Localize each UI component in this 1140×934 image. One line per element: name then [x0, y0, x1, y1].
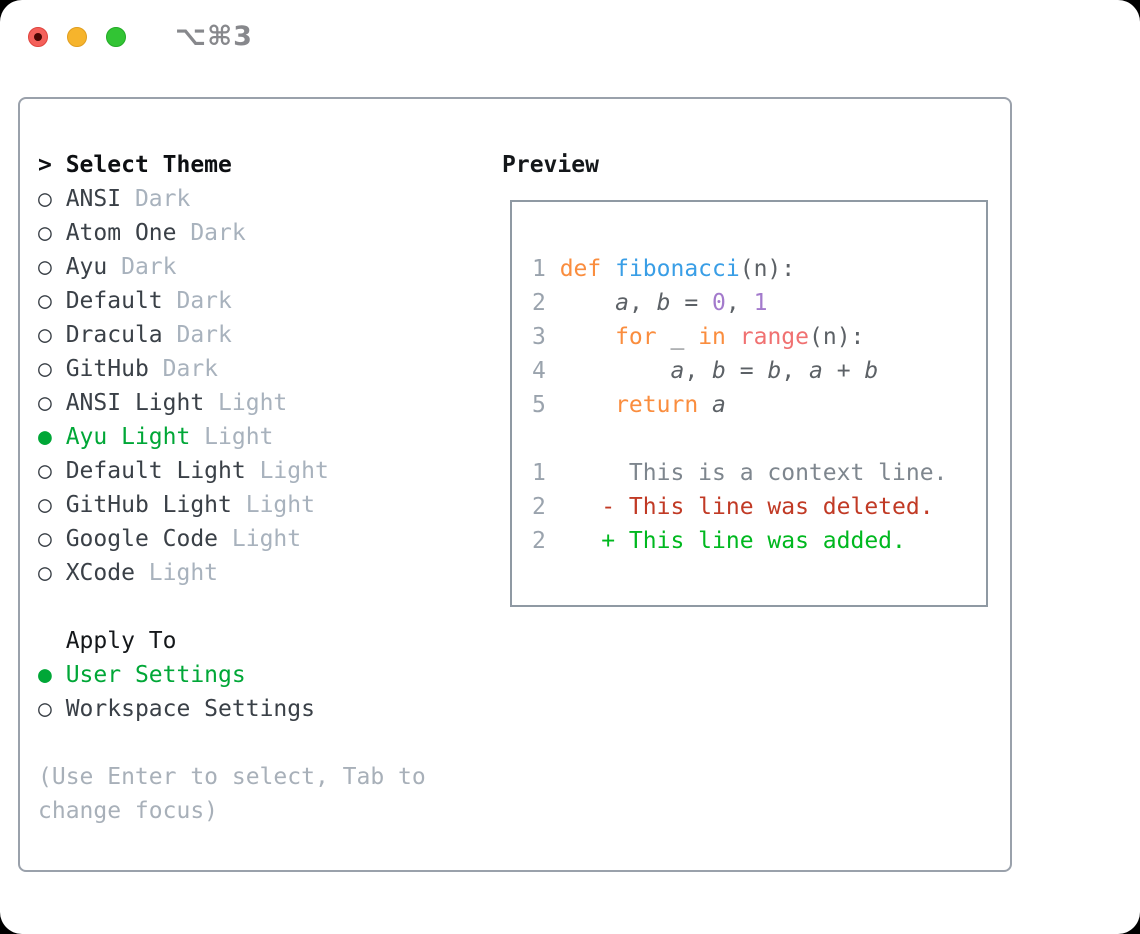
preview-header: Preview	[502, 152, 599, 178]
theme-variant-tag: Light	[148, 560, 219, 586]
theme-variant-tag: Light	[218, 390, 288, 416]
apply-to-label: User Settings	[65, 662, 246, 688]
theme-name: Atom One	[65, 220, 177, 246]
window-title: ⌥⌘3	[175, 21, 253, 52]
radio-icon: ○	[38, 254, 52, 280]
select-theme-title: Select Theme	[65, 152, 232, 178]
code-line: 2 - This line was deleted.	[532, 490, 986, 524]
line-number: 1	[532, 256, 546, 282]
theme-variant-tag: Light	[259, 458, 329, 484]
prompt-caret-icon: >	[38, 152, 52, 178]
apply-to-option[interactable]: ● User Settings	[38, 658, 458, 692]
apply-to-options: ● User Settings ○ Workspace Settings	[38, 658, 458, 726]
radio-icon: ○	[38, 560, 52, 586]
radio-icon: ○	[38, 356, 52, 382]
theme-name: Dracula	[65, 322, 163, 348]
theme-list-item[interactable]: ● Ayu Light Light	[38, 420, 458, 454]
radio-icon: ○	[38, 390, 52, 416]
hint-text: (Use Enter to select, Tab to change focu…	[38, 764, 426, 824]
theme-list-item[interactable]: ○ Dracula Dark	[38, 318, 458, 352]
code-line: 3 for _ in range(n):	[532, 320, 986, 354]
theme-variant-tag: Light	[231, 526, 302, 552]
code-line: 4 a, b = b, a + b	[532, 354, 986, 388]
line-number: 2	[532, 494, 546, 520]
theme-list-item[interactable]: ○ XCode Light	[38, 556, 458, 590]
select-theme-header: > Select Theme	[38, 148, 458, 182]
radio-icon: ○	[38, 186, 52, 212]
theme-variant-tag: Dark	[176, 288, 232, 314]
theme-list-item[interactable]: ○ Ayu Dark	[38, 250, 458, 284]
theme-variant-tag: Dark	[176, 322, 232, 348]
diff-preview: 1 This is a context line.2 - This line w…	[532, 456, 986, 558]
theme-variant-tag: Dark	[134, 186, 191, 212]
theme-variant-tag: Dark	[190, 220, 246, 246]
apply-to-header: Apply To	[65, 628, 177, 654]
code-content: a, b = b, a + b	[670, 358, 879, 384]
radio-icon: ●	[38, 662, 52, 688]
theme-name: Default	[65, 288, 163, 314]
code-line: 1 This is a context line.	[532, 456, 986, 490]
diff-deleted-line: - This line was deleted.	[559, 494, 934, 520]
apply-to-option[interactable]: ○ Workspace Settings	[38, 692, 458, 726]
apply-to-label: Workspace Settings	[65, 696, 315, 722]
line-number: 3	[532, 324, 546, 350]
diff-context-line: This is a context line.	[559, 460, 948, 486]
code-line: 1 def fibonacci(n):	[532, 252, 986, 286]
line-number: 5	[532, 392, 546, 418]
theme-list-item[interactable]: ○ ANSI Light Light	[38, 386, 458, 420]
radio-icon: ○	[38, 288, 52, 314]
radio-icon: ○	[38, 322, 52, 348]
theme-variant-tag: Light	[245, 492, 315, 518]
theme-list-item[interactable]: ○ GitHub Light Light	[38, 488, 458, 522]
close-button[interactable]	[28, 27, 48, 47]
theme-list-item[interactable]: ○ Atom One Dark	[38, 216, 458, 250]
theme-name: GitHub Light	[65, 492, 232, 518]
code-line: 5 return a	[532, 388, 986, 422]
code-content: a, b = 0, 1	[615, 290, 768, 316]
code-line: 2 a, b = 0, 1	[532, 286, 986, 320]
theme-list-item[interactable]: ○ Google Code Light	[38, 522, 458, 556]
theme-list-item[interactable]: ○ GitHub Dark	[38, 352, 458, 386]
titlebar: ⌥⌘3	[28, 21, 253, 52]
theme-name: ANSI	[65, 186, 122, 212]
theme-name: Google Code	[65, 526, 219, 552]
diff-added-line: + This line was added.	[559, 528, 906, 554]
zoom-button[interactable]	[106, 27, 126, 47]
theme-list-item[interactable]: ○ ANSI Dark	[38, 182, 458, 216]
theme-name: Default Light	[65, 458, 246, 484]
theme-variant-tag: Light	[204, 424, 274, 450]
blank-line	[532, 422, 986, 456]
radio-icon: ○	[38, 492, 52, 518]
code-content: for _ in range(n):	[615, 324, 865, 350]
line-number: 4	[532, 358, 546, 384]
radio-icon: ○	[38, 526, 52, 552]
apply-to-section: Apply To ● User Settings ○ Workspace Settin…	[38, 624, 458, 726]
theme-name: GitHub	[65, 356, 149, 382]
theme-name: ANSI Light	[65, 390, 205, 416]
theme-name: Ayu Light	[65, 424, 191, 450]
theme-list-item[interactable]: ○ Default Light Light	[38, 454, 458, 488]
minimize-button[interactable]	[67, 27, 87, 47]
code-content: def fibonacci(n):	[559, 256, 796, 282]
theme-variant-tag: Dark	[121, 254, 177, 280]
theme-list-item[interactable]: ○ Default Dark	[38, 284, 458, 318]
radio-icon: ○	[38, 220, 52, 246]
theme-name: XCode	[65, 560, 135, 586]
radio-icon: ○	[38, 458, 52, 484]
code-content: return a	[615, 392, 726, 418]
close-dot-icon	[34, 33, 42, 41]
theme-variant-tag: Dark	[162, 356, 219, 382]
line-number: 2	[532, 528, 546, 554]
radio-icon: ○	[38, 696, 52, 722]
radio-icon: ●	[38, 424, 52, 450]
theme-name: Ayu	[65, 254, 108, 280]
line-number: 1	[532, 460, 546, 486]
line-number: 2	[532, 290, 546, 316]
code-line: 2 + This line was added.	[532, 524, 986, 558]
